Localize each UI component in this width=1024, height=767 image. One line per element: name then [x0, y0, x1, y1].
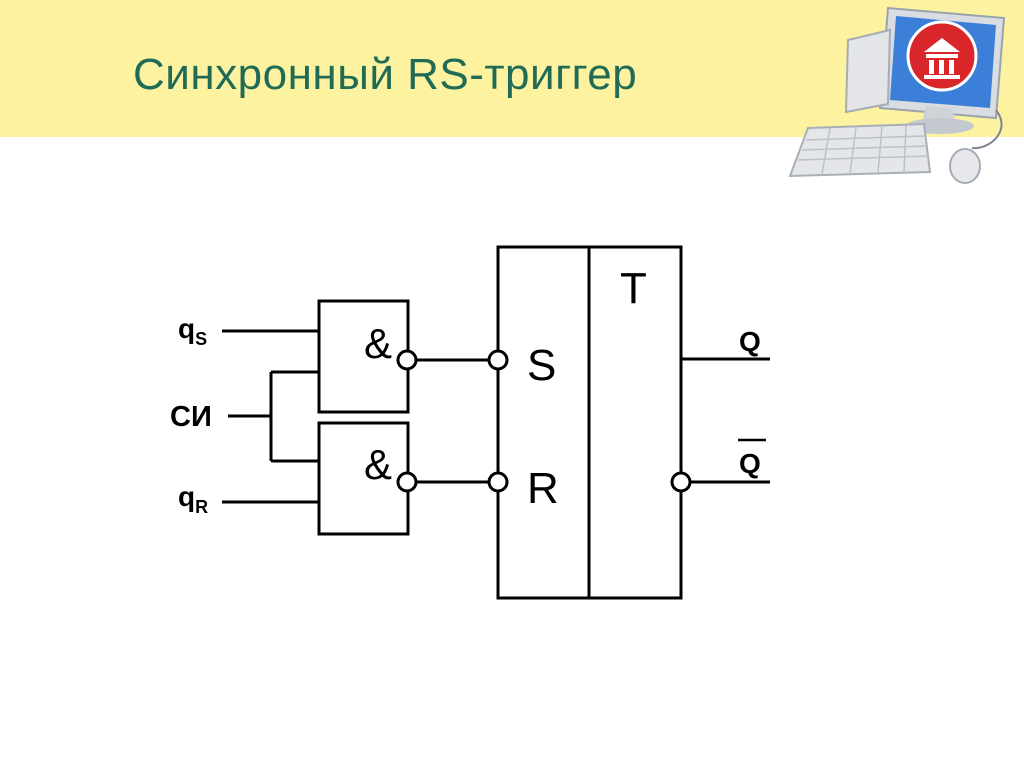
- input-qs-label: qS: [178, 313, 207, 349]
- trigger-type-label: T: [620, 264, 647, 313]
- input-clock-label: СИ: [170, 401, 212, 433]
- trigger-input-s-label: S: [527, 341, 556, 390]
- inversion-bubble-q: [670, 471, 692, 493]
- trigger-input-r-label: R: [527, 464, 559, 513]
- input-qr-label: qR: [178, 481, 208, 517]
- inversion-bubble-top: [396, 349, 418, 371]
- inversion-bubble-r: [487, 471, 509, 493]
- output-q-inverted-label: Q: [739, 448, 761, 479]
- inversion-bubble-bottom: [396, 471, 418, 493]
- output-q-label: Q: [739, 326, 761, 357]
- inversion-bubble-s: [487, 349, 509, 371]
- slide-title: Синхронный RS-триггер: [133, 50, 638, 99]
- and-gate-bottom-symbol: &: [364, 441, 392, 488]
- and-gate-top-symbol: &: [364, 320, 392, 367]
